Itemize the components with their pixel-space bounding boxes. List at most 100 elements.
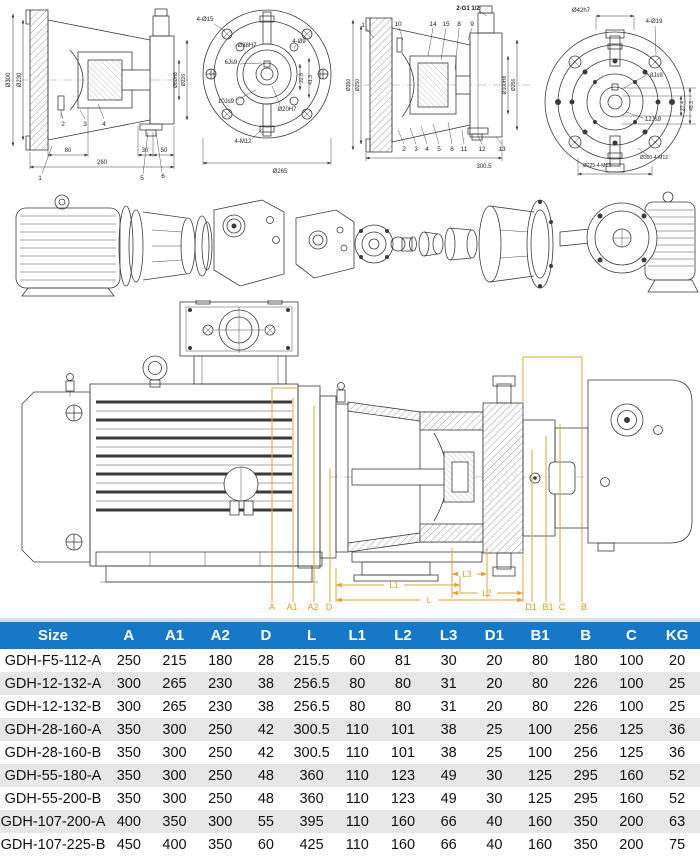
value-cell: 80 bbox=[531, 698, 549, 715]
value-cell: 123 bbox=[380, 764, 426, 787]
value-cell: 38 bbox=[425, 718, 472, 741]
column-header: A1 bbox=[151, 622, 198, 649]
column-header: L bbox=[288, 622, 335, 649]
table-header-row: Size A A1 A2 D L L1 L2 L3 D1 B1 B C KG bbox=[0, 622, 700, 649]
value-cell: 80 bbox=[334, 672, 381, 695]
value-cell: 52 bbox=[654, 764, 700, 787]
value-cell: 48 bbox=[257, 790, 274, 807]
value-cell: 160 bbox=[619, 790, 644, 807]
value-cell: 100 bbox=[619, 652, 644, 669]
column-header: D1 bbox=[471, 622, 518, 649]
value-cell: 100 bbox=[517, 718, 563, 741]
key-callout: 10Js9 bbox=[218, 99, 235, 105]
value-cell: 38 bbox=[440, 744, 457, 761]
value-cell: 160 bbox=[527, 836, 553, 853]
dim-label: Ø350 bbox=[346, 79, 352, 91]
part-number: 15 bbox=[442, 21, 450, 28]
value-cell: 66 bbox=[440, 836, 457, 853]
value-cell: 265 bbox=[162, 698, 187, 715]
value-cell: 300.5 bbox=[288, 718, 335, 741]
value-cell: 110 bbox=[334, 810, 381, 833]
value-cell: 80 bbox=[517, 672, 563, 695]
value-cell: 250 bbox=[208, 744, 233, 761]
part-number: 8 bbox=[457, 21, 461, 28]
value-cell: 230 bbox=[197, 672, 244, 695]
value-cell: 49 bbox=[425, 764, 472, 787]
value-cell: 300 bbox=[151, 764, 198, 787]
value-cell: 52 bbox=[669, 790, 686, 807]
value-cell: 20 bbox=[471, 672, 518, 695]
value-cell: 25 bbox=[669, 698, 686, 715]
value-cell: 300 bbox=[151, 718, 198, 741]
column-header: B bbox=[562, 622, 609, 649]
value-cell: 300 bbox=[162, 744, 187, 761]
value-cell: 28 bbox=[257, 652, 274, 669]
tapped-callout: 4-M12 bbox=[234, 139, 252, 145]
size-cell: GDH-F5-112-A bbox=[4, 652, 102, 669]
value-cell: 31 bbox=[425, 672, 472, 695]
hole-callout: 4-Ø15 bbox=[197, 17, 214, 23]
value-cell: 300 bbox=[106, 672, 152, 695]
value-cell: 101 bbox=[390, 744, 416, 761]
value-cell: 42 bbox=[257, 744, 274, 761]
size-cell: GDH-12-132-B bbox=[4, 698, 102, 715]
dim-letter-L2: L2 bbox=[483, 589, 492, 598]
keydepth-callout: 41.3 bbox=[308, 75, 314, 85]
section-view-large: 2-G1 1/2 1 10 14 15 8 9 2 3 4 5 6 11 12 … bbox=[346, 5, 532, 170]
dim-label: Ø230 bbox=[17, 72, 23, 87]
value-cell: 230 bbox=[208, 698, 233, 715]
value-cell: 180 bbox=[208, 652, 233, 669]
value-cell: 295 bbox=[562, 764, 609, 787]
value-cell: 30 bbox=[486, 790, 503, 807]
value-cell: 55 bbox=[243, 810, 289, 833]
value-cell: 180 bbox=[573, 652, 598, 669]
value-cell: 75 bbox=[669, 836, 686, 853]
value-cell: 395 bbox=[288, 810, 335, 833]
value-cell: 226 bbox=[573, 698, 598, 715]
dim-label: Ø300 bbox=[6, 72, 12, 87]
dim-label: Ø256 bbox=[511, 79, 517, 91]
dim-label: Ø226 bbox=[181, 74, 187, 86]
value-cell: 40 bbox=[486, 836, 503, 853]
dimension-letters: A A1 A2 D L1 L L3 L2 D1 B1 C B bbox=[269, 570, 587, 612]
dim-label: Ø250 bbox=[355, 79, 361, 91]
part-number: 12 bbox=[478, 146, 486, 153]
valve-block-side-view bbox=[522, 379, 693, 552]
value-cell: 125 bbox=[608, 718, 655, 741]
value-cell: 110 bbox=[345, 744, 369, 761]
size-cell: GDH-107-225-B bbox=[0, 836, 106, 853]
part-number: 5 bbox=[437, 146, 441, 153]
value-cell: 30 bbox=[471, 764, 518, 787]
value-cell: 300 bbox=[197, 810, 244, 833]
value-cell: 256.5 bbox=[293, 698, 330, 715]
value-cell: 31 bbox=[440, 698, 457, 715]
value-cell: 200 bbox=[608, 810, 655, 833]
value-cell: 125 bbox=[619, 744, 644, 761]
column-header: L1 bbox=[334, 622, 381, 649]
column-header: B1 bbox=[517, 622, 563, 649]
part-number: 5 bbox=[140, 175, 144, 182]
dim-letter-C: C bbox=[559, 602, 566, 612]
value-cell: 250 bbox=[116, 652, 141, 669]
size-cell: GDH-55-180-A bbox=[0, 764, 106, 787]
value-cell: 125 bbox=[517, 764, 563, 787]
value-cell: 350 bbox=[106, 718, 152, 741]
column-header: A2 bbox=[197, 622, 244, 649]
dim-label: Ø80H8 bbox=[173, 72, 179, 88]
column-header-size: Size bbox=[0, 622, 106, 649]
value-cell: 300 bbox=[116, 698, 141, 715]
bore-callout: Ø38H7 bbox=[237, 43, 257, 49]
part-number: 2 bbox=[402, 146, 406, 153]
value-cell: 295 bbox=[573, 790, 598, 807]
dim-label: 30 bbox=[142, 148, 149, 154]
value-cell: 110 bbox=[345, 836, 369, 853]
dim-letter-B: B bbox=[581, 602, 587, 612]
value-cell: 450 bbox=[116, 836, 141, 853]
value-cell: 101 bbox=[380, 718, 426, 741]
part-number: 1 bbox=[361, 22, 365, 29]
part-number: 11 bbox=[461, 146, 468, 153]
